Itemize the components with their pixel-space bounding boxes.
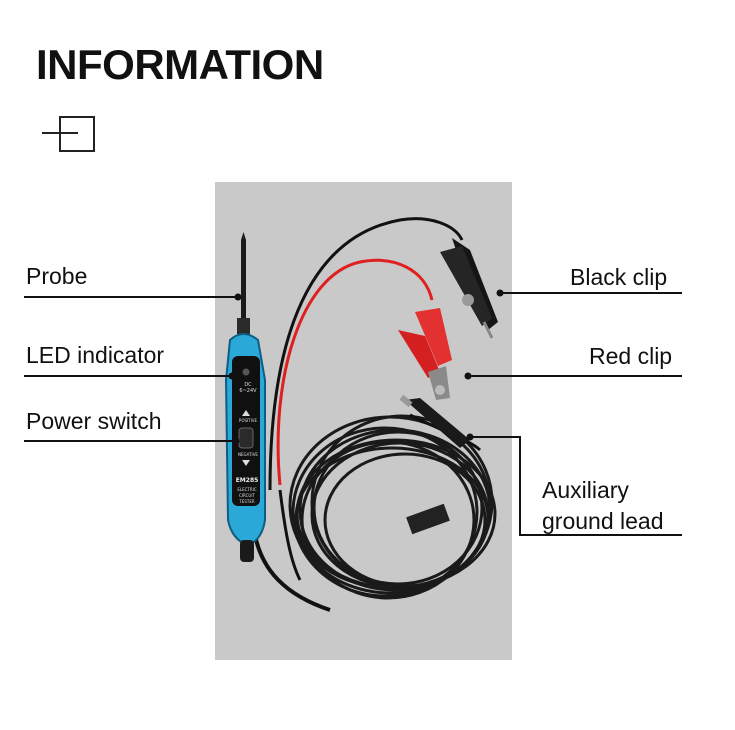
device-name-line1: ELECTRIC — [237, 487, 256, 492]
callout-led-indicator: LED indicator — [26, 342, 165, 368]
red-clip-graphic — [398, 308, 452, 400]
callout-black-clip: Black clip — [570, 264, 668, 290]
callout-red-clip: Red clip — [589, 343, 673, 369]
device-positive-label: POSITIVE — [239, 418, 258, 423]
leader-lines — [24, 292, 682, 536]
window-split-icon — [42, 116, 95, 152]
callout-aux-line1: Auxiliary — [542, 477, 629, 503]
device-dc-label: DC — [244, 382, 252, 388]
red-wire — [276, 258, 434, 486]
aux-leader — [470, 436, 682, 536]
callout-aux-line2: ground lead — [542, 508, 664, 534]
probe-needle-graphic — [241, 240, 246, 320]
black-clip-graphic — [440, 238, 498, 339]
device-range-label: 6~24V — [239, 388, 257, 394]
device-name-line3: TESTER — [238, 499, 254, 504]
tester-device-graphic: DC 6~24V POSITIVE NEGATIVE EM285 ELECTRI… — [224, 333, 266, 547]
callout-power-switch: Power switch — [26, 408, 162, 434]
cable-coil — [288, 414, 497, 600]
page-title: INFORMATION — [36, 41, 324, 88]
aux-clip-graphic — [399, 394, 470, 448]
leader-dots — [228, 289, 504, 445]
device-negative-label: NEGATIVE — [238, 452, 258, 457]
black-wire — [268, 217, 464, 491]
coil-tie — [406, 503, 450, 535]
device-model-label: EM285 — [236, 477, 259, 484]
callout-probe: Probe — [26, 263, 88, 289]
device-name-line2: CIRCUIT — [239, 493, 255, 498]
